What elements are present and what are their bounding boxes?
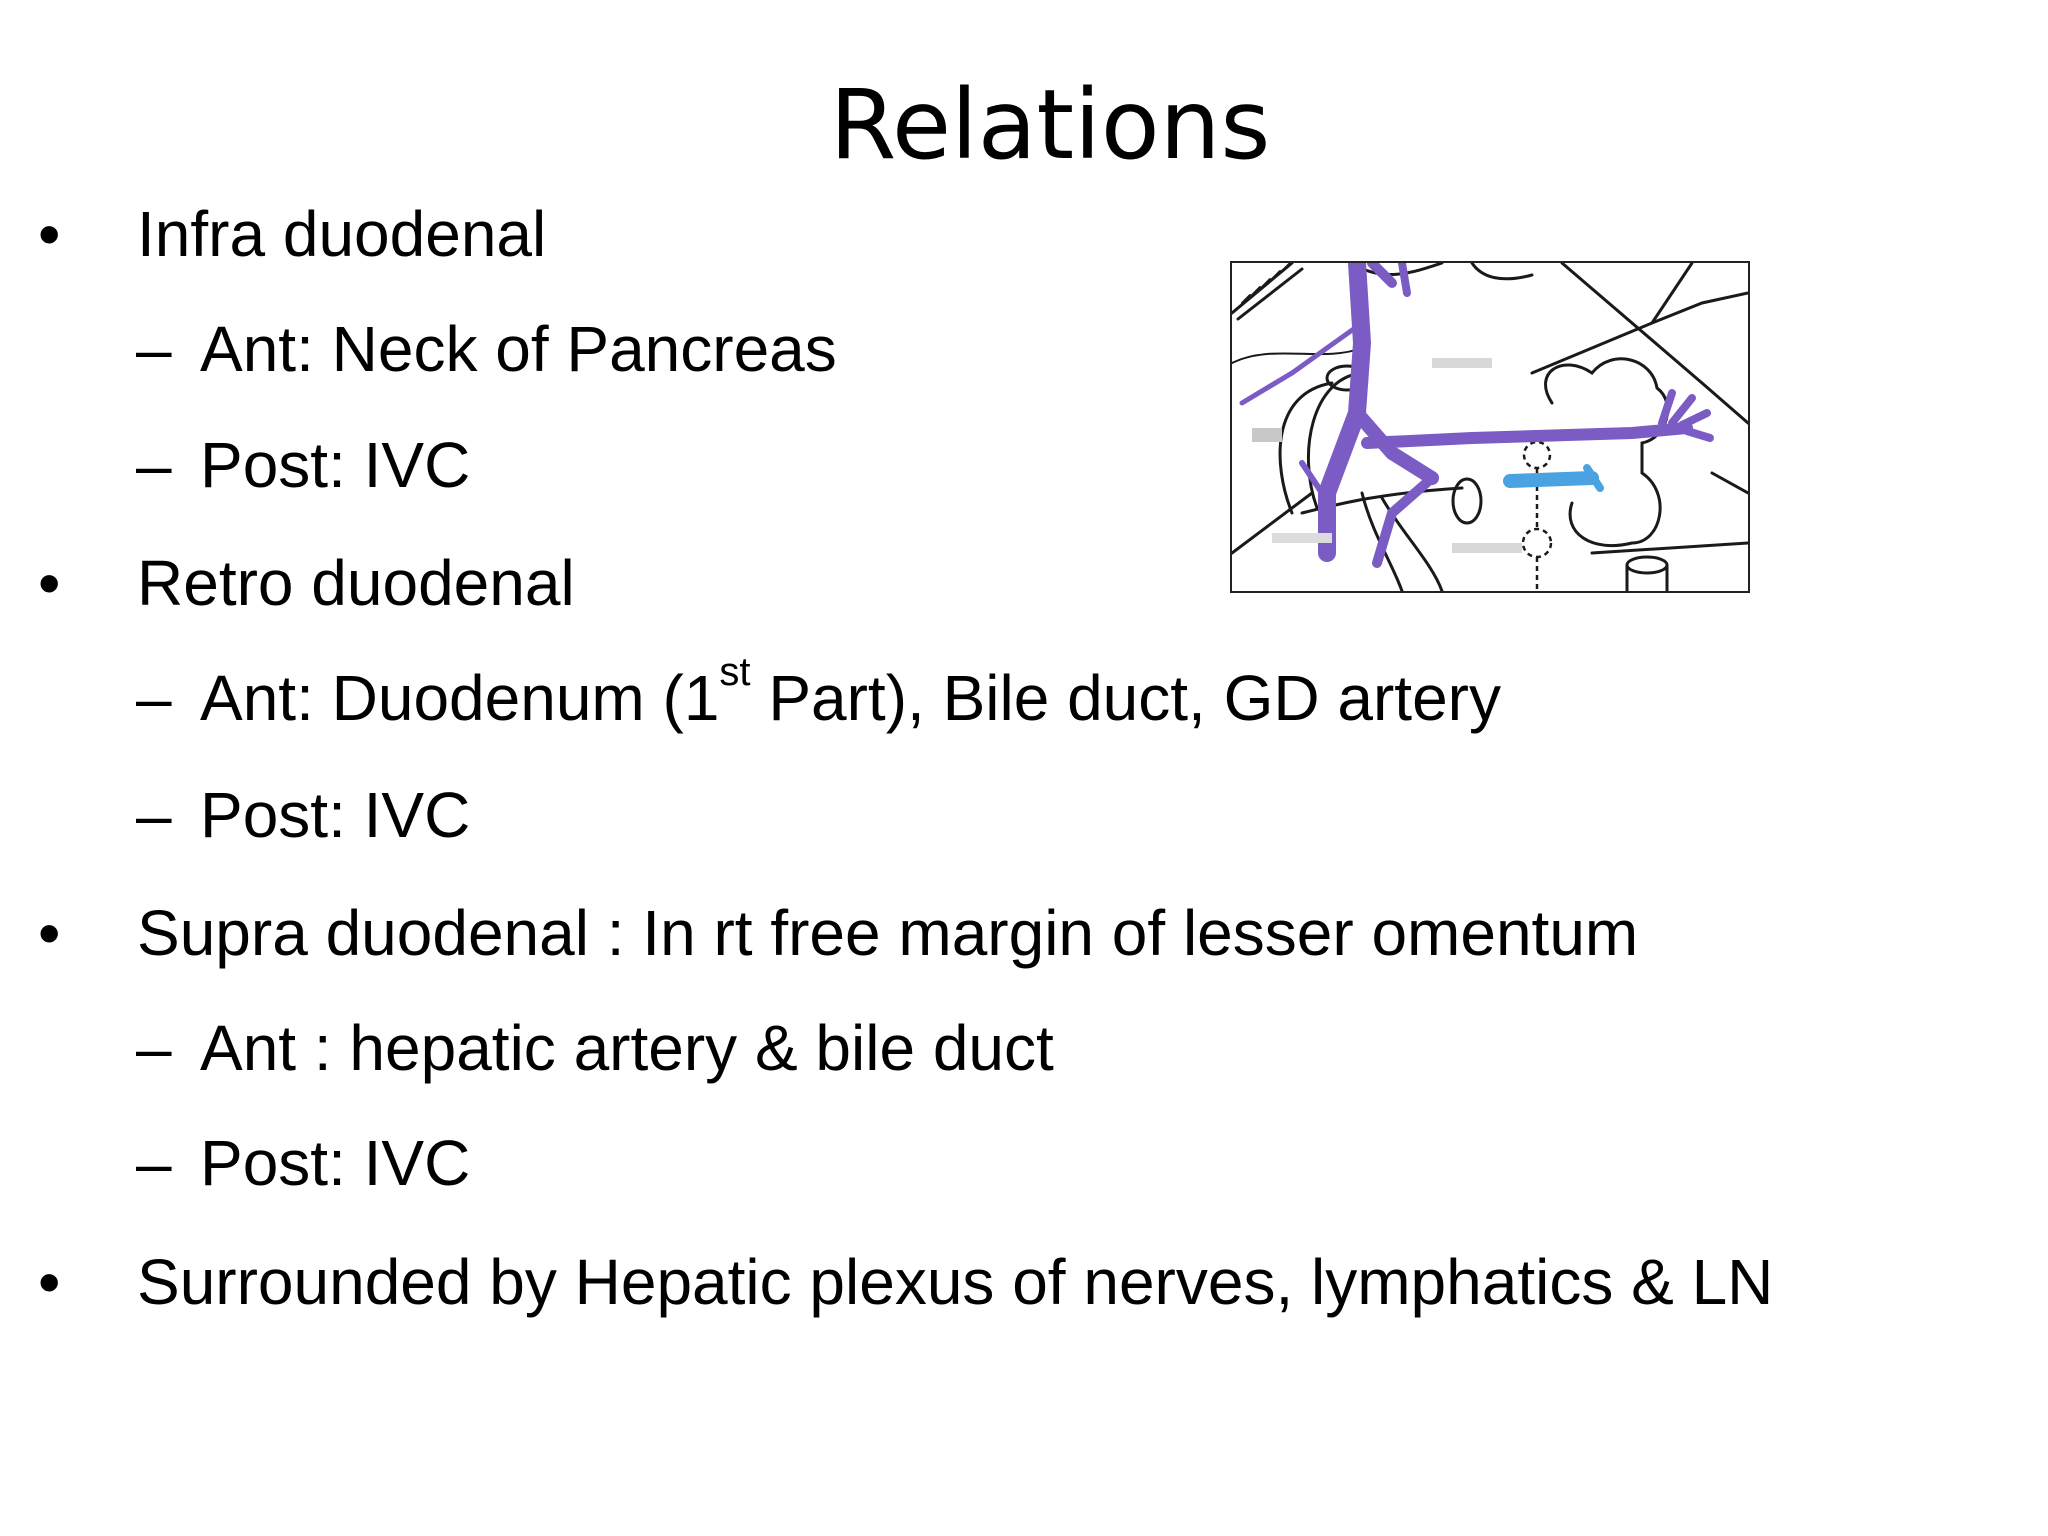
outline-lines (1232, 263, 1748, 591)
sub-item-text: Ant: Duodenum (1st Part), Bile duct, GD … (200, 652, 1501, 736)
bile-duct (1503, 464, 1604, 492)
dash-icon: – (136, 662, 172, 734)
faded-background-lettering (1252, 358, 1522, 553)
bullet-text: Surrounded by Hepatic plexus of nerves, … (137, 1246, 1774, 1318)
dash-icon: – (136, 313, 172, 385)
sub-item-text: Post: IVC (200, 429, 471, 501)
dashed-markers (1521, 440, 1553, 591)
slide-title: Relations (829, 69, 1271, 181)
portal-vein (1239, 263, 1714, 568)
sub-item-text-part: Ant: Duodenum (1 (200, 662, 720, 734)
dash-icon: – (136, 429, 172, 501)
dash-icon: – (136, 1127, 172, 1199)
bullet-text: Retro duodenal (137, 547, 575, 619)
sub-item-text: Post: IVC (200, 779, 471, 851)
bullet-text: Infra duodenal (137, 198, 547, 270)
superscript-ordinal: st (719, 650, 751, 694)
dash-icon: – (136, 779, 172, 851)
anatomy-diagram-image (1230, 261, 1750, 593)
bullet-icon: • (38, 547, 61, 619)
bullet-text: Supra duodenal : In rt free margin of le… (137, 897, 1639, 969)
bullet-icon: • (38, 198, 61, 270)
bullet-icon: • (38, 897, 61, 969)
sub-item-text-part: Part), Bile duct, GD artery (750, 662, 1501, 734)
anatomy-diagram-svg (1232, 263, 1748, 591)
sub-item-text: Post: IVC (200, 1127, 471, 1199)
sub-item-text: Ant: Neck of Pancreas (200, 313, 837, 385)
sub-item-text: Ant : hepatic artery & bile duct (200, 1012, 1054, 1084)
bullet-icon: • (38, 1246, 61, 1318)
dash-icon: – (136, 1012, 172, 1084)
